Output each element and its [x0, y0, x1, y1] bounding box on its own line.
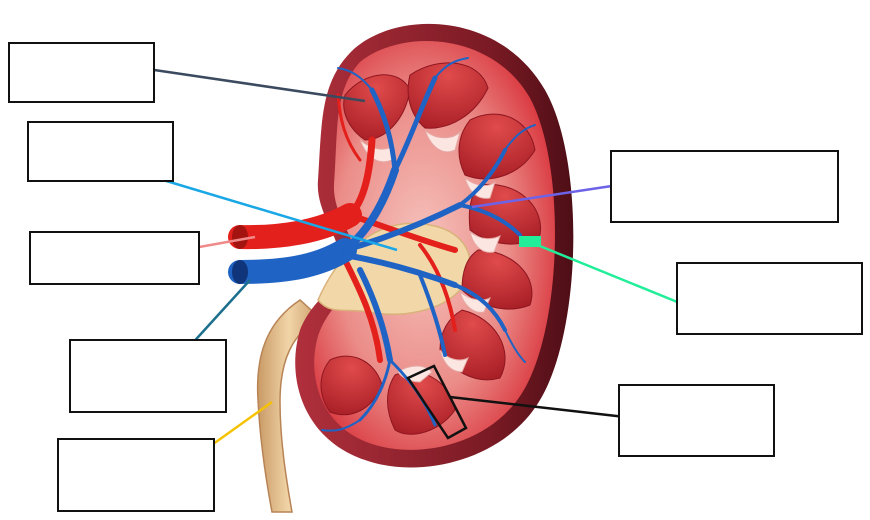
label-box-5[interactable] — [57, 438, 215, 512]
label-box-8[interactable] — [618, 384, 775, 457]
label-box-1[interactable] — [8, 42, 155, 103]
renal-artery-opening — [232, 225, 248, 249]
label-box-7[interactable] — [676, 262, 863, 335]
label-box-3[interactable] — [29, 231, 200, 285]
leader-line-1 — [127, 66, 365, 101]
label-box-4[interactable] — [69, 339, 227, 413]
label-box-6[interactable] — [610, 150, 839, 223]
renal-vein-opening — [232, 260, 248, 284]
leader-line-4 — [189, 280, 250, 347]
label-box-2[interactable] — [27, 121, 174, 182]
